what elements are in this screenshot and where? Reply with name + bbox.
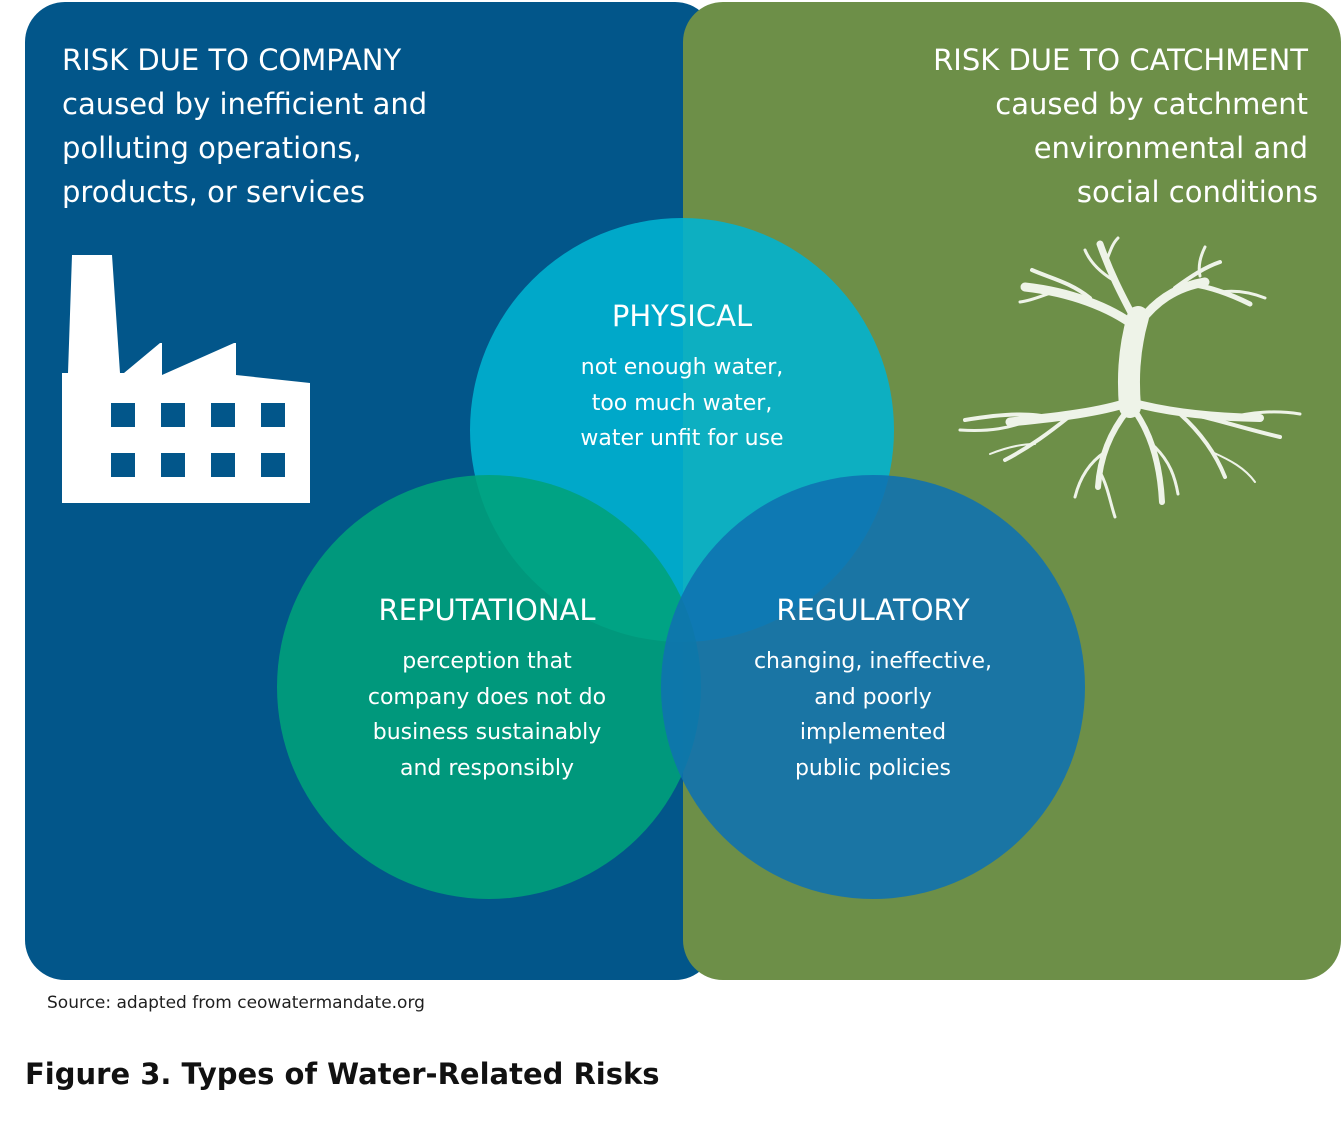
physical-description: not enough water, too much water, water … (532, 350, 832, 457)
physical-title: PHYSICAL (611, 299, 753, 333)
regulatory-description: changing, ineffective, and poorly implem… (718, 644, 1028, 786)
company-risk-line: products, or services (62, 175, 365, 209)
company-risk-heading: RISK DUE TO COMPANY caused by inefficien… (62, 38, 427, 214)
reputational-line: and responsibly (400, 755, 574, 781)
reputational-line: perception that (402, 649, 572, 674)
physical-line: too much water, (591, 390, 773, 416)
reputational-description: perception that company does not do busi… (332, 644, 642, 786)
company-risk-line: caused by inefficient and (62, 87, 428, 121)
catchment-risk-heading: RISK DUE TO CATCHMENT caused by catchmen… (933, 38, 1318, 214)
catchment-risk-line: social conditions (1076, 175, 1318, 209)
reputational-risk-label: REPUTATIONAL perception that company doe… (332, 590, 642, 786)
source-note: Source: adapted from ceowatermandate.org (47, 993, 425, 1013)
regulatory-line: implemented (799, 720, 947, 745)
factory-icon (62, 255, 310, 503)
reputational-line: company does not do (367, 684, 607, 710)
company-risk-line: polluting operations, (62, 131, 362, 165)
reputational-title: REPUTATIONAL (378, 593, 596, 627)
catchment-risk-line: environmental and (1033, 131, 1308, 165)
physical-line: water unfit for use (580, 426, 784, 451)
catchment-risk-title: RISK DUE TO CATCHMENT (933, 43, 1308, 77)
regulatory-title: REGULATORY (776, 593, 970, 627)
reputational-circle (277, 475, 701, 899)
regulatory-circle (661, 475, 1085, 899)
company-risk-title: RISK DUE TO COMPANY (62, 43, 402, 77)
physical-risk-label: PHYSICAL not enough water, too much wate… (532, 296, 832, 457)
regulatory-line: and poorly (814, 684, 932, 710)
reputational-line: business sustainably (372, 720, 602, 745)
tree-roots-icon (958, 236, 1302, 519)
regulatory-line: public policies (794, 755, 952, 781)
regulatory-line: changing, ineffective, (753, 649, 993, 674)
figure-caption: Figure 3. Types of Water-Related Risks (25, 1057, 660, 1091)
regulatory-risk-label: REGULATORY changing, ineffective, and po… (718, 590, 1028, 786)
catchment-risk-line: caused by catchment (995, 87, 1308, 121)
physical-line: not enough water, (580, 355, 784, 380)
